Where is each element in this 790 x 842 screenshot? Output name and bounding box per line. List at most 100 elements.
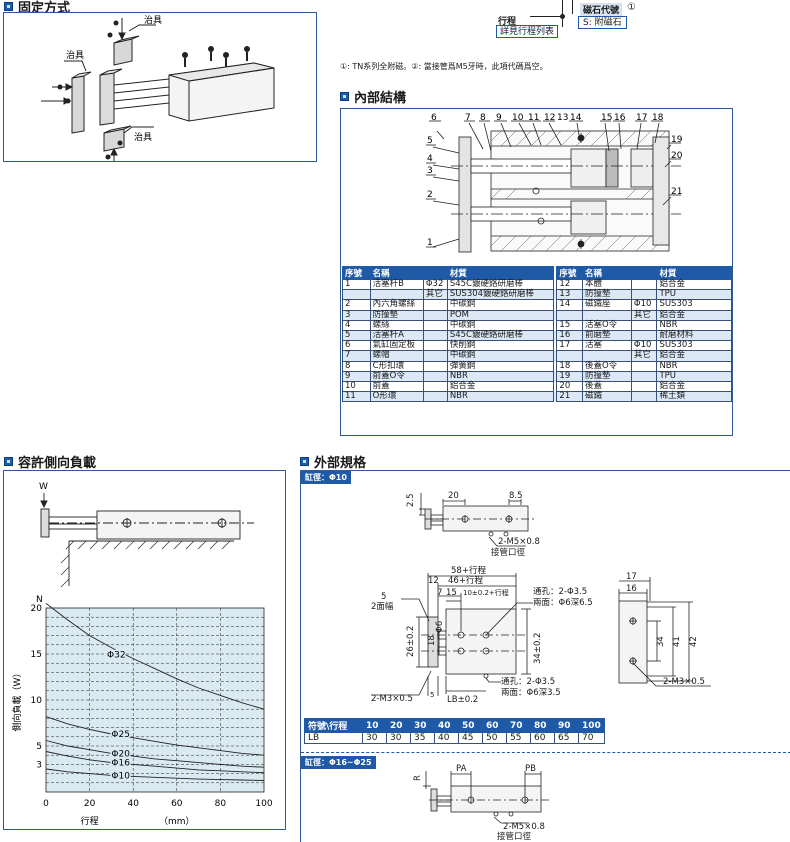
mounting-frame: 治具 治具 治具	[3, 12, 317, 162]
stroke-value-cell: 50	[482, 732, 507, 744]
side-dim-34: 34	[656, 636, 666, 647]
parts-cell-sub	[422, 319, 448, 331]
section-square-icon	[4, 457, 13, 466]
series-line-0	[45, 603, 265, 710]
stroke-value-cell: 30	[362, 732, 387, 744]
dim-15: 15	[446, 588, 457, 598]
stroke-value-cell: 65	[554, 732, 579, 744]
parts-cell-no: 16	[556, 329, 583, 342]
x-tick-label: 20	[84, 799, 96, 809]
parts-gap	[553, 330, 558, 341]
parts-cell-name: 防撞墊	[369, 309, 424, 321]
parts-gap	[553, 371, 558, 382]
parts-cell-sub	[422, 391, 448, 403]
parts-cell-no	[556, 309, 583, 321]
parts-cell-mat: 鋁合金	[446, 380, 555, 393]
parts-cell-mat: SUS303	[656, 299, 732, 311]
parts-cell-name: 磁鐵	[581, 391, 632, 403]
parts-cell-name	[581, 350, 632, 362]
series-label: Φ10	[111, 771, 130, 781]
parts-header-row: 序號 名稱 材質 序號 名稱 材質	[342, 266, 732, 280]
parts-cell-mat: NBR	[656, 319, 732, 331]
magnet-code-value: S: 附磁石	[578, 16, 627, 29]
x-tick-label: 80	[215, 799, 227, 809]
parts-cell-no: 5	[342, 329, 371, 342]
parts-cell-mat: 鋁合金	[656, 350, 732, 362]
parts-cell-name: 活塞	[581, 340, 632, 352]
y-tick-label: 15	[31, 650, 42, 660]
y-tick-label: 20	[31, 604, 43, 614]
port-note: 2-M5×0.8	[498, 537, 540, 547]
jig-label-left: 治具	[66, 49, 84, 61]
stroke-header-cell: 30	[410, 718, 435, 733]
chamfer-note: 2面幅	[371, 601, 394, 612]
parts-cell-sub	[630, 391, 658, 403]
parts-cell-no: 3	[342, 309, 371, 321]
parts-cell-sub	[422, 360, 448, 372]
parts-cell-mat: POM	[446, 309, 555, 321]
callout-5: 5	[427, 136, 433, 146]
dim-34-tol: 34±0.2	[533, 633, 543, 664]
callout-1: 1	[427, 238, 433, 248]
section-square-icon	[4, 2, 13, 11]
x-tick-label: 60	[171, 799, 183, 809]
callout-8: 8	[480, 113, 486, 123]
bore-tag-10: 缸徑：Φ10	[301, 471, 351, 484]
external-drawings: 2.5 20 8.5 2-M5×0.8 接管口徑 58+行程 46+行程 12 …	[371, 491, 711, 842]
parts-cell-name: 螺帽	[369, 350, 424, 362]
load-diagram: W	[39, 482, 254, 588]
parts-cell-name: 磁鐵座	[581, 299, 632, 311]
thru-hole-1: 通孔：2-Φ3.5	[533, 586, 587, 597]
parts-cell-name: 前蓋O令	[369, 370, 424, 382]
parts-cell-no: 14	[556, 299, 583, 311]
parts-cell-name: 內六角螺絲	[369, 299, 424, 311]
parts-cell-sub	[630, 278, 658, 291]
dim-58: 58+行程	[451, 565, 486, 576]
series-label: Φ16	[111, 759, 130, 769]
parts-cell-no: 15	[556, 319, 583, 331]
side-dim-42: 42	[689, 636, 699, 647]
stroke-value-cell: 30	[386, 732, 411, 744]
stroke-header-cell: 70	[506, 718, 531, 733]
dim-12: 12	[428, 576, 439, 586]
parts-cell-sub	[422, 329, 448, 342]
side-dim-41: 41	[672, 636, 682, 647]
y-axis-label: 側向負載（W）	[11, 669, 23, 732]
m3-thread: 2-M3×0.5	[371, 694, 413, 704]
parts-cell-name: 活塞O令	[581, 319, 632, 331]
callout-4: 4	[427, 154, 433, 164]
stroke-value-cell: 70	[578, 732, 605, 744]
dim-phi6: Φ6	[435, 621, 445, 633]
parts-cell-sub	[422, 370, 448, 382]
callout-14: 14	[570, 113, 582, 123]
callout-21: 21	[671, 187, 682, 197]
parts-cell-mat: 中碳鋼	[446, 299, 555, 311]
dim-26: 26±0.2	[406, 626, 416, 657]
x-tick-label: 0	[43, 799, 49, 809]
series-label: Φ25	[111, 730, 130, 740]
magnet-code-label: 磁石代號	[580, 3, 623, 16]
external-section-title: 外部規格	[300, 452, 366, 471]
parts-gap	[553, 381, 558, 392]
parts-gap	[553, 340, 558, 351]
parts-cell-mat: 彈簧鋼	[446, 360, 555, 372]
load-section-title: 容許側向負載	[4, 452, 96, 471]
side-m3-thread: 2-M3×0.5	[663, 677, 705, 687]
callout-20: 20	[671, 151, 683, 161]
thru-hole-2: 通孔：2-Φ3.5	[501, 676, 555, 687]
dim-10-stroke: 10±0.2+行程	[463, 588, 509, 597]
parts-cell-no	[556, 350, 583, 362]
jig-label-top: 治具	[144, 14, 162, 26]
legend-vline2	[572, 0, 573, 14]
callout-17: 17	[636, 113, 647, 123]
parts-cell-sub	[630, 370, 658, 382]
parts-cell-name: 後蓋O令	[581, 360, 632, 372]
stroke-value-cell: 60	[530, 732, 555, 744]
dim-5-bottom: 5	[430, 691, 434, 699]
series-line-2	[45, 740, 265, 768]
parts-cell-mat: 稀土類	[656, 391, 732, 403]
